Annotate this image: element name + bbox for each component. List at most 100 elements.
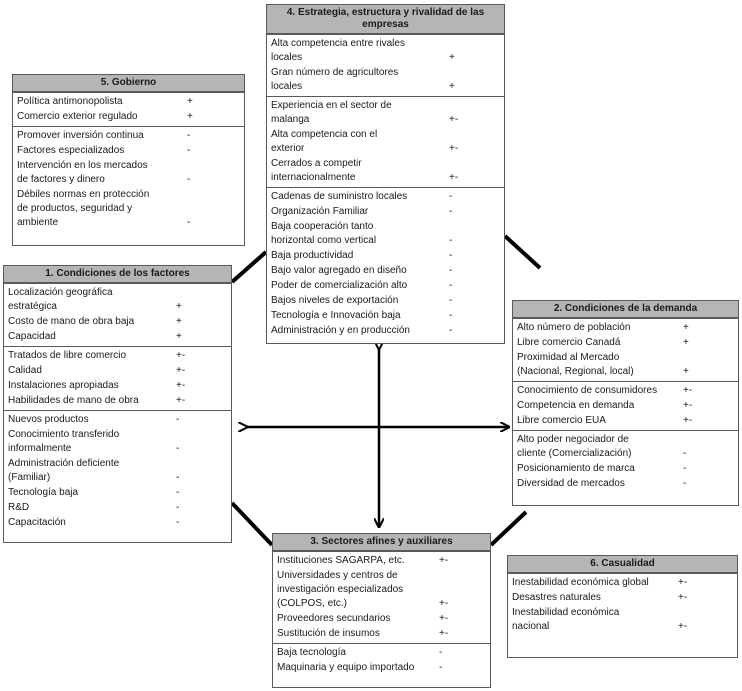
factor-label: Nuevos productos bbox=[8, 414, 89, 425]
factor-label: Gran número de agricultores locales bbox=[271, 67, 399, 92]
factor-label: Administración deficiente (Familiar) bbox=[8, 458, 120, 483]
factor-label: Inestabilidad económica global bbox=[512, 577, 649, 588]
factor-label: Conocimiento transferido informalmente bbox=[8, 429, 120, 454]
factor-group: Promover inversión continua-Factores esp… bbox=[13, 126, 244, 232]
factor-sign: - bbox=[449, 191, 453, 202]
factor-sign: +- bbox=[176, 395, 186, 406]
factor-sign: - bbox=[449, 280, 453, 291]
factor-label: Conocimiento de consumidores bbox=[517, 385, 658, 396]
factor-sign: - bbox=[449, 206, 453, 217]
factor-item: Libre comercio Canadá+ bbox=[513, 336, 738, 350]
factor-sign: +- bbox=[683, 400, 693, 411]
factor-group: Tratados de libre comercio+-Calidad+-Ins… bbox=[4, 346, 231, 410]
factor-label: Diversidad de mercados bbox=[517, 478, 625, 489]
factor-item: Calidad+- bbox=[4, 364, 231, 378]
factor-sign: - bbox=[683, 463, 687, 474]
factor-item: Baja tecnología - bbox=[273, 646, 490, 660]
box-strategy-structure-rivalry: 4. Estrategia, estructura y rivalidad de… bbox=[266, 4, 505, 344]
factor-item: Conocimiento de consumidores+- bbox=[513, 384, 738, 398]
factor-label: Proveedores secundarios bbox=[277, 613, 391, 624]
factor-label: Alto poder negociador de cliente (Comerc… bbox=[517, 434, 632, 459]
factor-sign: - bbox=[176, 502, 180, 513]
factor-group: Baja tecnología - Maquinaria y equipo impo… bbox=[273, 643, 490, 677]
factor-label: Débiles normas en protección de producto… bbox=[17, 189, 150, 228]
factor-sign: +- bbox=[439, 598, 449, 609]
box-title: 6. Casualidad bbox=[508, 556, 737, 573]
factor-label: Capacidad bbox=[8, 331, 56, 342]
factor-item: Instituciones SAGARPA, etc.+- bbox=[273, 554, 490, 568]
factor-item: Cerrados a competir internacionalmente+- bbox=[267, 157, 504, 185]
factor-item: Alta competencia entre rivales locales+ bbox=[267, 37, 504, 65]
factor-label: Instalaciones apropiadas bbox=[8, 380, 119, 391]
factor-item: Baja cooperación tanto horizontal como v… bbox=[267, 220, 504, 248]
factor-item: Inestabilidad económica global +- bbox=[508, 576, 737, 590]
factor-sign: +- bbox=[439, 613, 449, 624]
factor-sign: +- bbox=[678, 592, 688, 603]
box-title: 5. Gobierno bbox=[13, 75, 244, 92]
factor-group: Política antimonopolista+Comercio exteri… bbox=[13, 92, 244, 126]
factor-group: Alto número de población+Libre comercio … bbox=[513, 318, 738, 381]
factor-sign: - bbox=[187, 145, 191, 156]
factor-item: Cadenas de suministro locales - bbox=[267, 190, 504, 204]
factor-item: Posicionamiento de marca - bbox=[513, 462, 738, 476]
factor-item: Localización geográfica estratégica+ bbox=[4, 286, 231, 314]
factor-sign: + bbox=[683, 366, 689, 377]
factor-item: Intervención en los mercados de factores… bbox=[13, 159, 244, 187]
factor-item: Nuevos productos- bbox=[4, 413, 231, 427]
factor-item: Tratados de libre comercio+- bbox=[4, 349, 231, 363]
factor-item: Experiencia en el sector de malanga+- bbox=[267, 99, 504, 127]
factor-label: Sustitución de insumos bbox=[277, 628, 380, 639]
factor-item: Administración deficiente (Familiar) - bbox=[4, 457, 231, 485]
factor-sign: + bbox=[187, 111, 193, 122]
factor-sign: +- bbox=[449, 143, 459, 154]
factor-label: Baja productividad bbox=[271, 250, 354, 261]
factor-label: R&D bbox=[8, 502, 30, 513]
factor-sign: +- bbox=[439, 555, 449, 566]
factor-label: Posicionamiento de marca bbox=[517, 463, 635, 474]
factor-item: Bajo valor agregado en diseño- bbox=[267, 264, 504, 278]
factor-item: Débiles normas en protección de producto… bbox=[13, 188, 244, 230]
factor-item: Baja productividad- bbox=[267, 249, 504, 263]
factor-label: Desastres naturales bbox=[512, 592, 601, 603]
factor-label: Baja tecnología bbox=[277, 647, 346, 658]
factor-item: Proximidad al Mercado (Nacional, Regiona… bbox=[513, 351, 738, 379]
factor-label: Tecnología e Innovación baja bbox=[271, 310, 401, 321]
factor-label: Libre comercio EUA bbox=[517, 415, 606, 426]
factor-sign: - bbox=[449, 235, 453, 246]
factor-sign: - bbox=[176, 472, 180, 483]
factor-item: Competencia en demanda +- bbox=[513, 399, 738, 413]
factor-label: Comercio exterior regulado bbox=[17, 111, 138, 122]
connector-4-2 bbox=[503, 234, 542, 270]
factor-label: Organización Familiar bbox=[271, 206, 369, 217]
factor-item: Sustitución de insumos +- bbox=[273, 627, 490, 641]
factor-sign: +- bbox=[683, 415, 693, 426]
factor-item: Poder de comercialización alto- bbox=[267, 279, 504, 293]
factor-item: Universidades y centros de investigación… bbox=[273, 569, 490, 611]
factor-item: Desastres naturales +- bbox=[508, 591, 737, 605]
factor-sign: +- bbox=[176, 365, 186, 376]
factor-sign: + bbox=[683, 337, 689, 348]
factor-item: Instalaciones apropiadas+- bbox=[4, 379, 231, 393]
factor-sign: - bbox=[187, 130, 191, 141]
factor-sign: - bbox=[439, 647, 443, 658]
factor-label: Alta competencia entre rivales locales bbox=[271, 38, 405, 63]
factor-group: Cadenas de suministro locales-Organizaci… bbox=[267, 187, 504, 340]
factor-sign: +- bbox=[439, 628, 449, 639]
factor-label: Competencia en demanda bbox=[517, 400, 635, 411]
factor-label: Factores especializados bbox=[17, 145, 125, 156]
connector-3-2 bbox=[489, 510, 528, 547]
factor-sign: + bbox=[176, 301, 182, 312]
factor-sign: + bbox=[176, 316, 182, 327]
factor-label: Cadenas de suministro locales bbox=[271, 191, 408, 202]
factor-item: Comercio exterior regulado + bbox=[13, 110, 244, 124]
factor-sign: +- bbox=[678, 577, 688, 588]
factor-item: Maquinaria y equipo importado- bbox=[273, 661, 490, 675]
factor-item: Organización Familiar - bbox=[267, 205, 504, 219]
factor-sign: + bbox=[449, 81, 455, 92]
factor-item: Libre comercio EUA +- bbox=[513, 414, 738, 428]
